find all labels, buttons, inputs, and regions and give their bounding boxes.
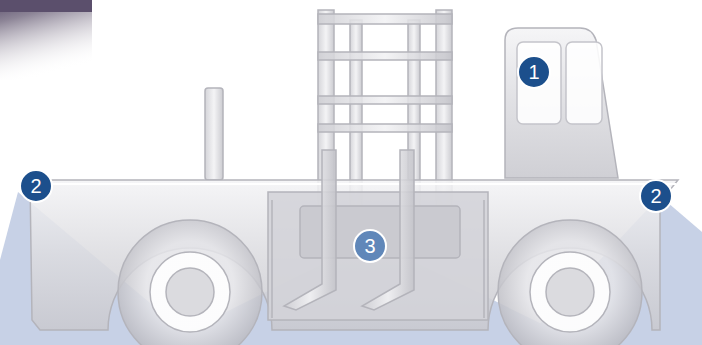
panel-seam bbox=[271, 200, 273, 318]
hub-centre bbox=[166, 268, 214, 316]
wheel bbox=[498, 220, 642, 345]
wheel bbox=[118, 220, 262, 345]
callout-number: 2 bbox=[30, 176, 41, 196]
callout-number: 3 bbox=[364, 236, 375, 256]
corner-gradient bbox=[0, 0, 92, 80]
chassis-highlight bbox=[30, 183, 676, 185]
panel-seam bbox=[483, 200, 485, 318]
callout-circle: 2 bbox=[19, 169, 53, 203]
mast-crossbar bbox=[318, 14, 452, 24]
hub-centre bbox=[546, 268, 594, 316]
corner-bar bbox=[0, 0, 92, 12]
tyre bbox=[118, 220, 262, 345]
callout-number: 2 bbox=[650, 186, 661, 206]
fork bbox=[284, 150, 336, 310]
cab-window bbox=[517, 42, 561, 124]
callout-circle: 1 bbox=[517, 55, 551, 89]
callout-number: 1 bbox=[528, 62, 539, 82]
mast-crossbar bbox=[318, 124, 452, 132]
hub bbox=[530, 252, 610, 332]
mast-crossbar bbox=[318, 96, 452, 104]
callout-circle: 3 bbox=[353, 229, 387, 263]
forks bbox=[284, 150, 414, 310]
callout-circle: 2 bbox=[639, 179, 673, 213]
forklift bbox=[30, 10, 678, 345]
cab bbox=[505, 28, 618, 178]
tyre bbox=[498, 220, 642, 345]
exhaust-pipe bbox=[205, 88, 223, 180]
cab-window bbox=[566, 42, 602, 124]
mast-crossbar bbox=[318, 52, 452, 60]
hub bbox=[150, 252, 230, 332]
